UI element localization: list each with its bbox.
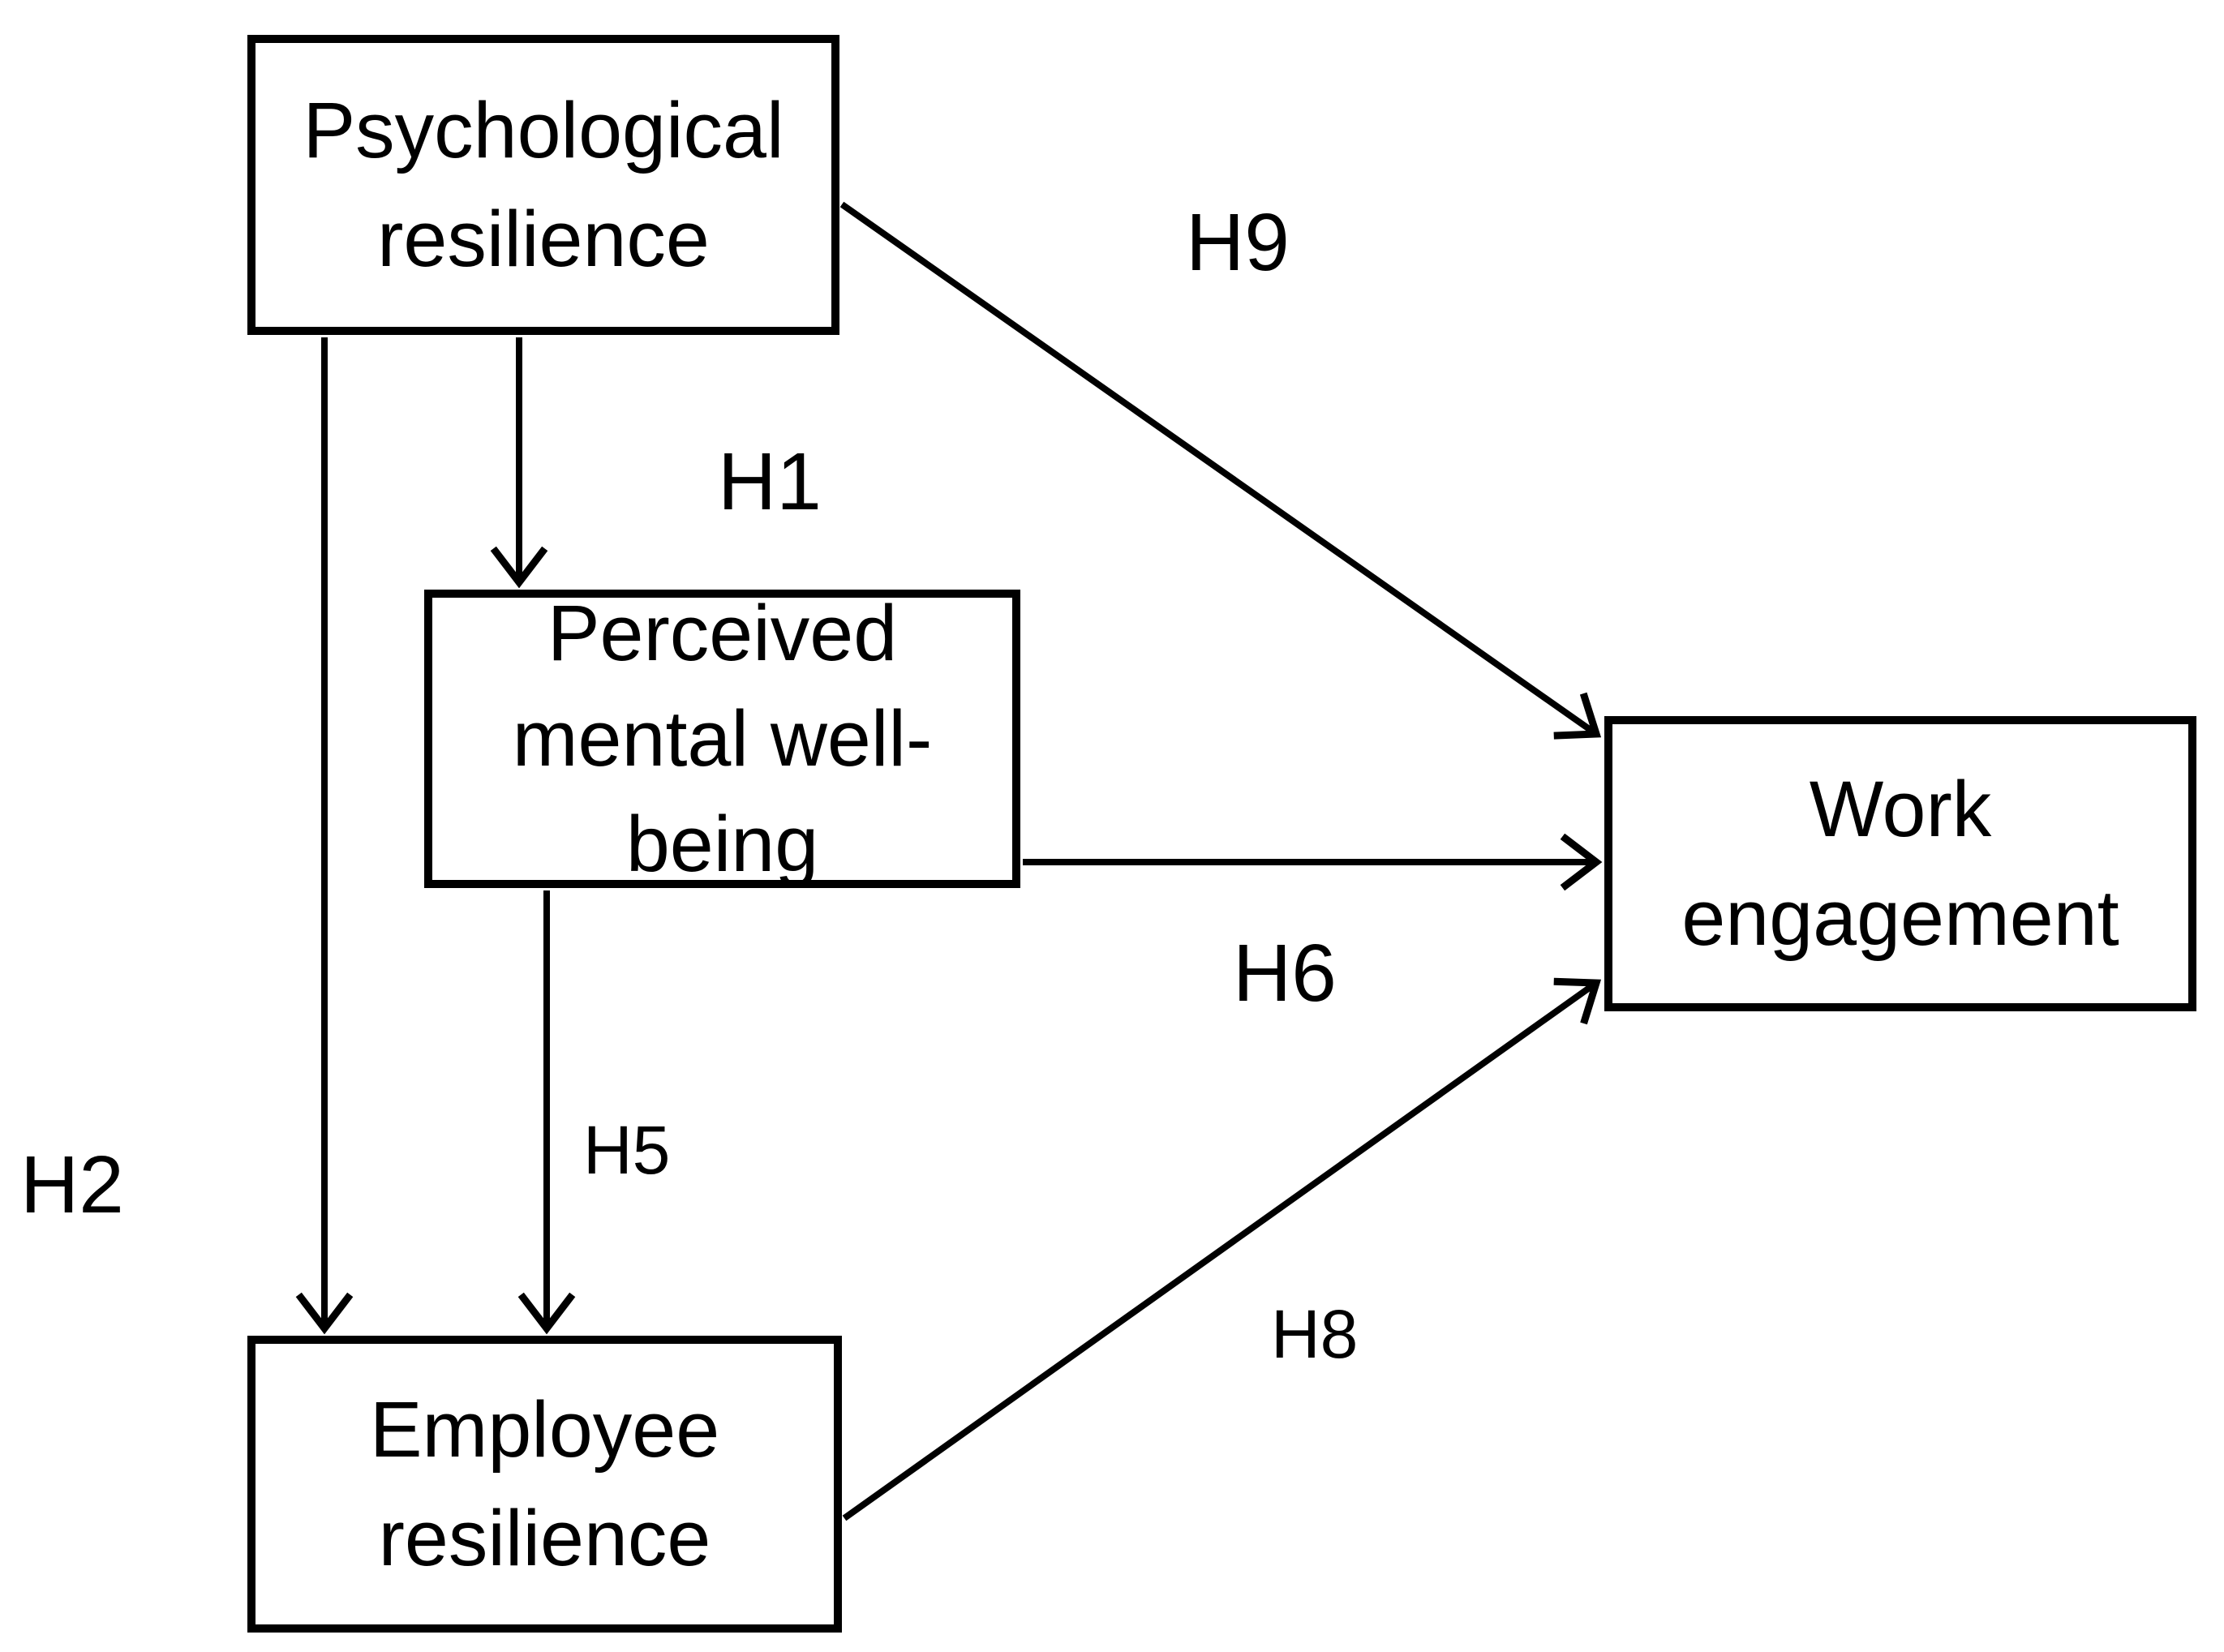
node-label-line: resilience xyxy=(377,195,710,283)
arrow-h9 xyxy=(839,201,1602,740)
node-work-engagement: Work engagement xyxy=(1604,716,2196,1011)
arrow-h8 xyxy=(842,977,1602,1521)
node-label-line: Employee xyxy=(369,1385,720,1474)
edge-label-h2: H2 xyxy=(20,1139,124,1230)
node-psychological-resilience-label: Psychological resilience xyxy=(303,76,784,294)
node-work-engagement-label: Work engagement xyxy=(1681,755,2119,972)
node-label-line: Psychological xyxy=(303,86,784,175)
edge-label-h1: H1 xyxy=(718,436,822,527)
node-label-line: Work xyxy=(1809,765,1992,854)
node-perceived-mental-well-being: Perceived mental well- being xyxy=(424,589,1020,888)
edge-label-h6: H6 xyxy=(1233,928,1337,1019)
node-label-line: being xyxy=(625,799,819,888)
node-employee-resilience-label: Employee resilience xyxy=(370,1375,719,1593)
edge-label-h5: H5 xyxy=(583,1112,671,1188)
node-perceived-mental-well-being-label: Perceived mental well- being xyxy=(513,581,933,897)
node-psychological-resilience: Psychological resilience xyxy=(247,35,839,335)
node-label-line: engagement xyxy=(1681,873,2119,962)
node-label-line: Perceived xyxy=(547,589,898,678)
node-label-line: mental well- xyxy=(512,694,933,783)
node-employee-resilience: Employee resilience xyxy=(247,1336,842,1633)
edge-label-h8: H8 xyxy=(1271,1296,1359,1372)
edge-label-h9: H9 xyxy=(1186,197,1290,288)
node-label-line: resilience xyxy=(378,1494,711,1582)
